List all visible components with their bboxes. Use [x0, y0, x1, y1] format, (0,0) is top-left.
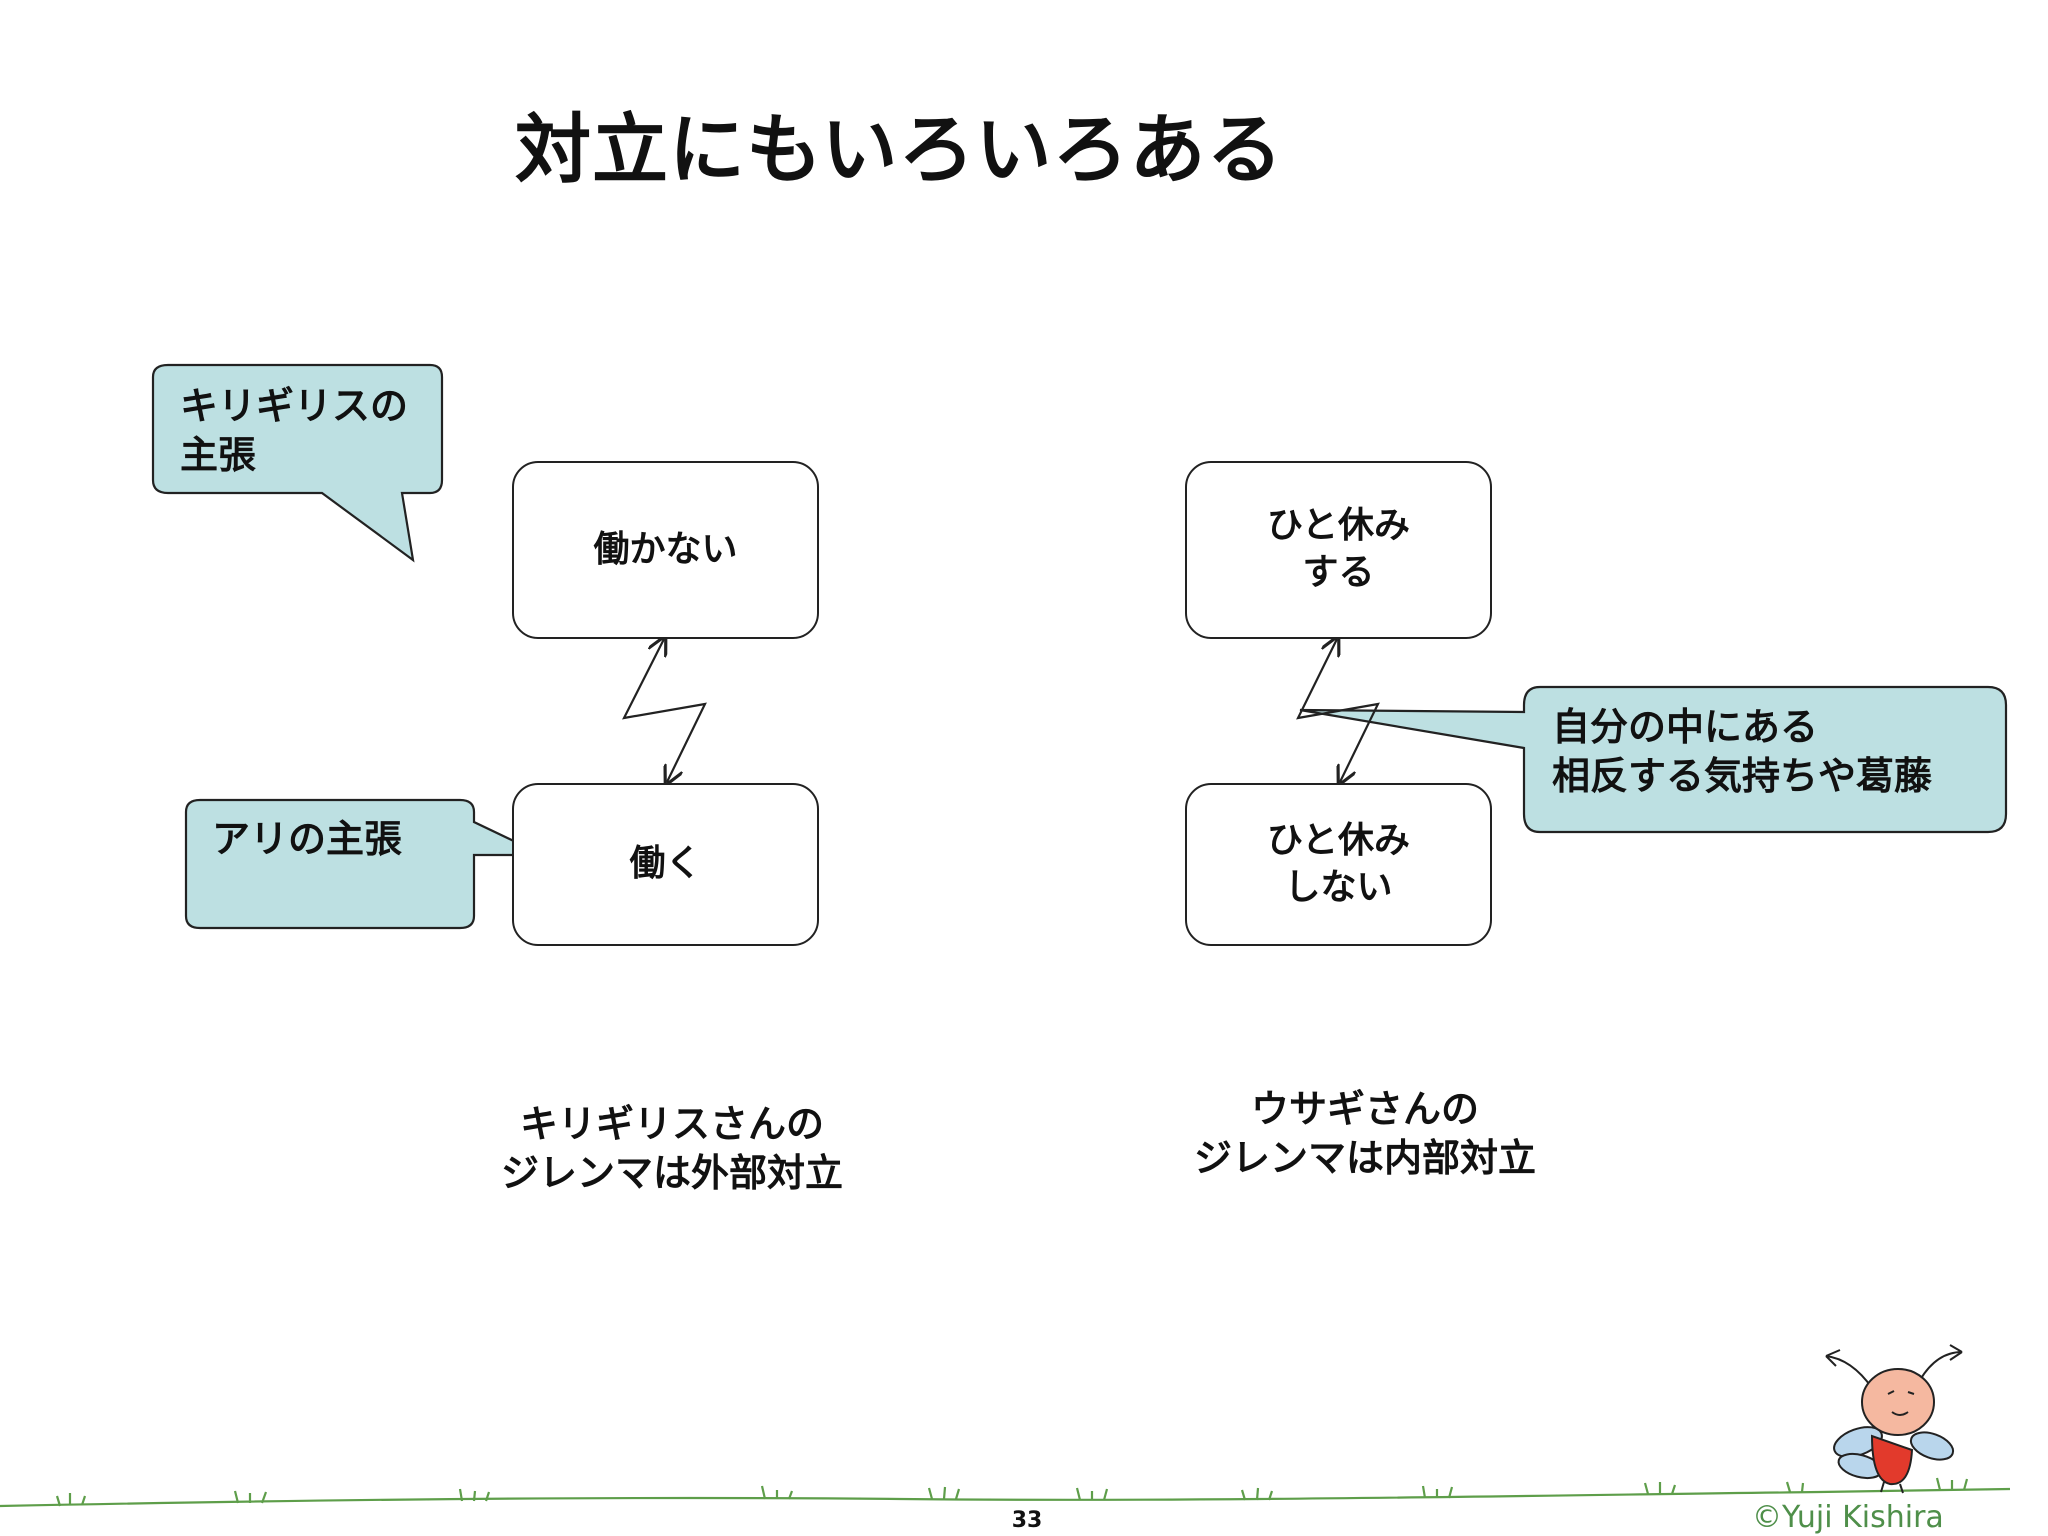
caption-internal-conflict: ウサギさんの ジレンマは内部対立 — [1193, 1087, 1536, 1181]
box-take-break-label: ひと休み する — [1267, 505, 1410, 593]
callout-grasshopper-text: キリギリスの 主張 — [180, 384, 409, 478]
box-working: 働く — [512, 783, 819, 946]
copyright-signature: ©Yuji Kishira — [1752, 1500, 1944, 1535]
page-number: 33 — [1011, 1508, 1043, 1533]
slide-title: 対立にもいろいろある — [515, 105, 1284, 194]
caption-external-conflict: キリギリスさんの ジレンマは外部対立 — [500, 1102, 843, 1196]
box-no-break: ひと休み しない — [1185, 783, 1492, 946]
callout-inner-conflict-shape — [1299, 685, 2008, 834]
callout-ant-text: アリの主張 — [212, 817, 403, 861]
box-take-break: ひと休み する — [1185, 461, 1492, 639]
left-conflict-arrow — [622, 639, 707, 782]
box-not-working: 働かない — [512, 461, 819, 639]
right-conflict-arrow — [1296, 639, 1380, 782]
box-working-label: 働く — [629, 843, 702, 885]
box-not-working-label: 働かない — [593, 528, 738, 570]
callout-inner-conflict-text: 自分の中にある 相反する気持ちや葛藤 — [1552, 705, 1933, 799]
bug-character-icon — [1825, 1344, 1963, 1494]
callout-ant-shape — [184, 798, 544, 930]
callout-grasshopper-shape — [151, 363, 444, 563]
box-no-break-label: ひと休み しない — [1267, 819, 1410, 908]
grass-ground — [0, 1477, 2011, 1508]
